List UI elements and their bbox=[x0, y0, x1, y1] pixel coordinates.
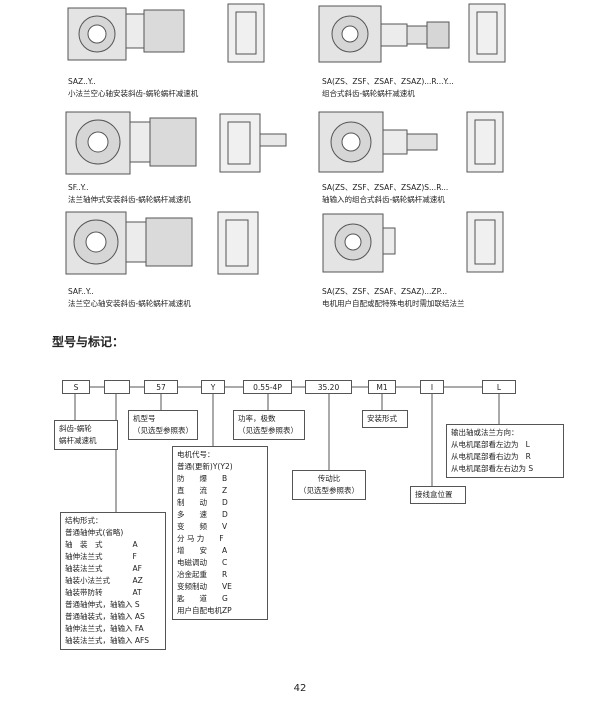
motor-list-line: 变频制动 VE bbox=[177, 582, 232, 591]
figure-desc-3: 法兰轴伸式安装斜齿-蜗轮蜗杆减速机 bbox=[68, 195, 191, 204]
motor-list-line: 电机代号： bbox=[177, 450, 215, 459]
motor-list-line: 匙 道 G bbox=[177, 594, 228, 603]
gearbox-drawing-sf bbox=[65, 111, 287, 175]
code-box-power: 0.55-4P bbox=[243, 380, 292, 394]
label-ratio: 传动比 （见选型参照表） bbox=[292, 470, 366, 500]
figure-desc-5: 法兰空心轴安装斜齿-蜗轮蜗杆减速机 bbox=[68, 299, 191, 308]
figure-desc-4: 轴输入的组合式斜齿-蜗轮蜗杆减速机 bbox=[322, 195, 445, 204]
figure-caption-1: SAZ..Y.. 小法兰空心轴安装斜齿-蜗轮蜗杆减速机 bbox=[68, 76, 198, 100]
code-box-structure bbox=[104, 380, 130, 394]
code-box-series: S bbox=[62, 380, 90, 394]
figure-model-2: SA(ZS、ZSF、ZSAF、ZSAZ)...R...Y... bbox=[322, 77, 454, 86]
code-box-motor: Y bbox=[201, 380, 225, 394]
label-frame: 机型号 （见选型参照表） bbox=[128, 410, 198, 440]
figure-desc-1: 小法兰空心轴安装斜齿-蜗轮蜗杆减速机 bbox=[68, 89, 199, 98]
motor-list-line: 用户自配电机ZP bbox=[177, 606, 232, 615]
structure-list-line: 普通轴伸式，轴输入 S bbox=[65, 600, 140, 609]
structure-list-line: 普通轴伸式(省略) bbox=[65, 528, 124, 537]
gearbox-drawing-saz bbox=[67, 3, 265, 63]
label-product: 斜齿-蜗轮 蜗杆减速机 bbox=[54, 420, 118, 450]
motor-list-line: 分 马 力 F bbox=[177, 534, 224, 543]
gearbox-drawing-sa-shaft-input bbox=[318, 111, 504, 173]
figure-model-4: SA(ZS、ZSF、ZSAF、ZSAZ)S...R... bbox=[322, 183, 449, 192]
structure-list-line: 轴装带防转 AT bbox=[65, 588, 142, 597]
label-power: 功率，极数 （见选型参照表） bbox=[233, 410, 305, 440]
motor-list-line: 多 速 D bbox=[177, 510, 228, 519]
gearbox-drawing-sa-zp bbox=[322, 211, 504, 273]
motor-list-line: 冶金起重 R bbox=[177, 570, 228, 579]
figure-model-6: SA(ZS、ZSF、ZSAF、ZSAZ)...ZP... bbox=[322, 287, 448, 296]
gearbox-drawing-sa-combined bbox=[318, 3, 506, 63]
code-box-frame: 57 bbox=[144, 380, 178, 394]
figure-caption-3: SF..Y.. 法兰轴伸式安装斜齿-蜗轮蜗杆减速机 bbox=[68, 182, 191, 206]
figure-caption-6: SA(ZS、ZSF、ZSAF、ZSAZ)...ZP... 电机用户自配或配特殊电机… bbox=[322, 286, 465, 310]
structure-list-line: 结构形式： bbox=[65, 516, 103, 525]
section-title: 型号与标记： bbox=[52, 335, 125, 349]
structure-list-line: 普通轴装式，轴输入 AS bbox=[65, 612, 145, 621]
motor-list-line: 电磁调动 C bbox=[177, 558, 228, 567]
label-mounting: 安装形式 bbox=[362, 410, 408, 428]
motor-list-line: 直 流 Z bbox=[177, 486, 228, 495]
figure-caption-2: SA(ZS、ZSF、ZSAF、ZSAZ)...R...Y... 组合式斜齿-蜗轮蜗… bbox=[322, 76, 454, 100]
motor-list-line: 变 频 V bbox=[177, 522, 228, 531]
label-terminal: 接线盒位置 bbox=[410, 486, 466, 504]
code-box-ratio: 35.20 bbox=[305, 380, 352, 394]
code-box-mounting: M1 bbox=[368, 380, 396, 394]
figure-desc-2: 组合式斜齿-蜗轮蜗杆减速机 bbox=[322, 89, 415, 98]
label-output: 输出轴或法兰方向： 从电机尾部看左边为 L 从电机尾部看右边为 R 从电机尾部看… bbox=[446, 424, 564, 478]
motor-list-line: 制 动 D bbox=[177, 498, 228, 507]
structure-list-line: 轴伸法兰式 F bbox=[65, 552, 137, 561]
figure-model-5: SAF..Y.. bbox=[68, 287, 94, 296]
structure-list-line: 轴 装 式 A bbox=[65, 540, 138, 549]
page-number: 42 bbox=[293, 683, 307, 694]
code-box-output: L bbox=[482, 380, 516, 394]
figure-caption-5: SAF..Y.. 法兰空心轴安装斜齿-蜗轮蜗杆减速机 bbox=[68, 286, 191, 310]
motor-list-line: 普通(更新)Y(Y2) bbox=[177, 462, 233, 471]
structure-list-line: 轴装法兰式，轴输入 AFS bbox=[65, 636, 149, 645]
figure-caption-4: SA(ZS、ZSF、ZSAF、ZSAZ)S...R... 轴输入的组合式斜齿-蜗轮… bbox=[322, 182, 448, 206]
structure-list-line: 轴装法兰式 AF bbox=[65, 564, 142, 573]
figure-model-1: SAZ..Y.. bbox=[68, 77, 96, 86]
code-box-terminal: I bbox=[420, 380, 444, 394]
structure-list-line: 轴装小法兰式 AZ bbox=[65, 576, 143, 585]
figure-model-3: SF..Y.. bbox=[68, 183, 89, 192]
motor-list-line: 防 爆 B bbox=[177, 474, 228, 483]
motor-code-list: 电机代号： 普通(更新)Y(Y2) 防 爆 B 直 流 Z 制 动 D 多 速 … bbox=[172, 446, 268, 620]
gearbox-drawing-saf bbox=[65, 211, 259, 275]
structure-list: 结构形式： 普通轴伸式(省略) 轴 装 式 A 轴伸法兰式 F 轴装法兰式 AF… bbox=[60, 512, 166, 650]
motor-list-line: 增 安 A bbox=[177, 546, 228, 555]
structure-list-line: 轴伸法兰式，轴输入 FA bbox=[65, 624, 144, 633]
figure-desc-6: 电机用户自配或配特殊电机时需加联结法兰 bbox=[322, 299, 465, 308]
